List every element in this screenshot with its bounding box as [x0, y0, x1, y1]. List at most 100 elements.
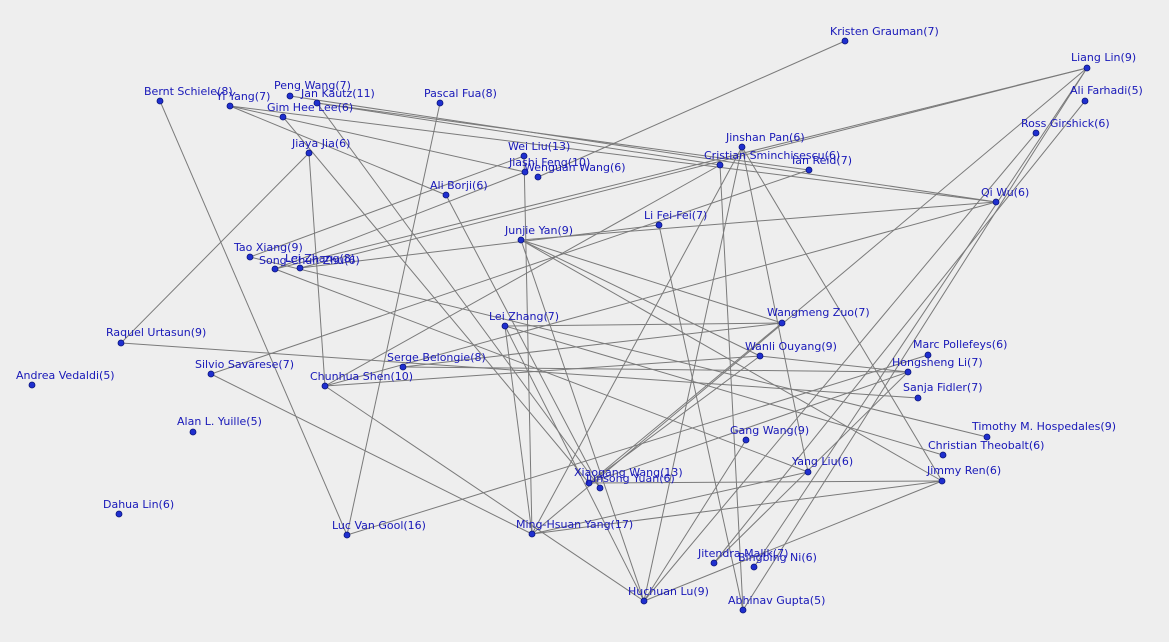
node-hongsheng[interactable]: Hongsheng Li(7): [892, 356, 983, 376]
node-savarese[interactable]: Silvio Savarese(7): [195, 358, 294, 378]
node-dot[interactable]: [517, 236, 525, 244]
node-belongie[interactable]: Serge Belongie(8): [387, 351, 486, 371]
node-bingbing[interactable]: Bingbing Ni(6): [738, 551, 817, 571]
node-jimmy[interactable]: Jimmy Ren(6): [926, 464, 1001, 485]
node-dot[interactable]: [992, 198, 1000, 206]
node-feifei[interactable]: Li Fei-Fei(7): [644, 209, 707, 229]
node-dot[interactable]: [596, 484, 604, 492]
node-wenguan[interactable]: Wenguan Wang(6): [524, 161, 626, 181]
node-wangmeng[interactable]: Wangmeng Zuo(7): [767, 306, 870, 327]
node-dot[interactable]: [1083, 64, 1091, 72]
node-dot[interactable]: [914, 394, 922, 402]
node-weiliu[interactable]: Wei Liu(13): [508, 140, 570, 160]
node-dot[interactable]: [750, 563, 758, 571]
node-dot[interactable]: [313, 99, 321, 107]
node-dot[interactable]: [716, 161, 724, 169]
node-gangwang[interactable]: Gang Wang(9): [730, 424, 809, 444]
node-dot[interactable]: [246, 253, 254, 261]
node-farhadi[interactable]: Ali Farhadi(5): [1070, 84, 1143, 105]
node-jinshan[interactable]: Jinshan Pan(6): [725, 131, 805, 151]
node-dot[interactable]: [939, 451, 947, 459]
node-dot[interactable]: [343, 531, 351, 539]
node-dot[interactable]: [742, 436, 750, 444]
node-dot[interactable]: [296, 264, 304, 272]
node-kautz[interactable]: Jan Kautz(11): [300, 87, 375, 107]
node-junsong[interactable]: Junsong Yuan(6): [585, 472, 675, 492]
node-dot[interactable]: [528, 530, 536, 538]
node-dot[interactable]: [756, 352, 764, 360]
node-leizhang8[interactable]: Lei Zhang(8): [285, 252, 355, 272]
node-chunhua[interactable]: Chunhua Shen(10): [310, 370, 413, 390]
node-dahua[interactable]: Dahua Lin(6): [103, 498, 174, 518]
node-dot[interactable]: [286, 92, 294, 100]
node-junjie[interactable]: Junjie Yan(9): [504, 224, 573, 244]
node-dot[interactable]: [521, 168, 529, 176]
node-dot[interactable]: [442, 191, 450, 199]
node-dot[interactable]: [1081, 97, 1089, 105]
node-yangliu[interactable]: Yang Liu(6): [791, 455, 853, 476]
node-theobalt[interactable]: Christian Theobalt(6): [928, 439, 1044, 459]
node-dot[interactable]: [305, 149, 313, 157]
node-dot[interactable]: [28, 381, 36, 389]
node-songchun[interactable]: Song-Chun Zhu(6): [259, 254, 360, 273]
node-huchuan[interactable]: Huchuan Lu(9): [628, 585, 709, 605]
node-girshick[interactable]: Ross Girshick(6): [1021, 117, 1110, 137]
node-dot[interactable]: [655, 221, 663, 229]
node-dot[interactable]: [189, 428, 197, 436]
node-yuille[interactable]: Alan L. Yuille(5): [177, 415, 262, 436]
node-fua[interactable]: Pascal Fua(8): [424, 87, 497, 107]
node-malik[interactable]: Jitendra Malik(7): [697, 547, 788, 567]
node-fidler[interactable]: Sanja Fidler(7): [903, 381, 982, 402]
node-dot[interactable]: [778, 319, 786, 327]
node-dot[interactable]: [534, 173, 542, 181]
node-dot[interactable]: [520, 152, 528, 160]
node-dot[interactable]: [399, 363, 407, 371]
node-dot[interactable]: [585, 479, 593, 487]
node-dot[interactable]: [640, 597, 648, 605]
node-dot[interactable]: [739, 606, 747, 614]
node-ouyang[interactable]: Wanli Ouyang(9): [745, 340, 837, 360]
node-dot[interactable]: [117, 339, 125, 347]
node-leizhang7[interactable]: Lei Zhang(7): [489, 310, 559, 330]
node-xiaogang[interactable]: Xiaogang Wang(13): [574, 466, 683, 487]
node-dot[interactable]: [501, 322, 509, 330]
node-dot[interactable]: [226, 102, 234, 110]
node-yiyang[interactable]: Yi Yang(7): [215, 90, 270, 110]
node-mhyang[interactable]: Ming-Hsuan Yang(17): [516, 518, 633, 538]
node-borji[interactable]: Ali Borji(6): [430, 179, 488, 199]
node-dot[interactable]: [436, 99, 444, 107]
node-dot[interactable]: [156, 97, 164, 105]
node-smin[interactable]: Cristian Sminchisescu(6): [704, 149, 840, 169]
node-qiwu[interactable]: Qi Wu(6): [981, 186, 1029, 206]
node-dot[interactable]: [983, 433, 991, 441]
node-gupta[interactable]: Abhinav Gupta(5): [728, 594, 825, 614]
node-dot[interactable]: [924, 351, 932, 359]
node-schiele[interactable]: Bernt Schiele(8): [144, 85, 233, 105]
node-jiaya[interactable]: Jiaya Jia(6): [291, 137, 350, 157]
node-dot[interactable]: [738, 143, 746, 151]
node-taoxiang[interactable]: Tao Xiang(9): [233, 241, 303, 261]
node-liang[interactable]: Liang Lin(9): [1071, 51, 1136, 72]
node-kristen[interactable]: Kristen Grauman(7): [830, 25, 939, 45]
node-dot[interactable]: [279, 113, 287, 121]
node-dot[interactable]: [841, 37, 849, 45]
node-dot[interactable]: [115, 510, 123, 518]
node-pengwang[interactable]: Peng Wang(7): [274, 79, 351, 100]
node-dot[interactable]: [207, 370, 215, 378]
node-dot[interactable]: [805, 166, 813, 174]
node-dot[interactable]: [321, 382, 329, 390]
node-raquel[interactable]: Raquel Urtasun(9): [106, 326, 206, 347]
node-dot[interactable]: [904, 368, 912, 376]
node-hospedales[interactable]: Timothy M. Hospedales(9): [971, 420, 1116, 441]
node-dot[interactable]: [271, 265, 279, 273]
node-vedaldi[interactable]: Andrea Vedaldi(5): [16, 369, 115, 389]
node-vangool[interactable]: Luc Van Gool(16): [332, 519, 426, 539]
node-jiashi[interactable]: Jiashi Feng(10): [508, 156, 590, 176]
node-pollefeys[interactable]: Marc Pollefeys(6): [913, 338, 1007, 359]
node-dot[interactable]: [1032, 129, 1040, 137]
node-dot[interactable]: [804, 468, 812, 476]
node-gimhee[interactable]: Gim Hee Lee(6): [267, 101, 353, 121]
node-reid[interactable]: Ian Reid(7): [792, 154, 852, 174]
node-dot[interactable]: [710, 559, 718, 567]
node-dot[interactable]: [938, 477, 946, 485]
